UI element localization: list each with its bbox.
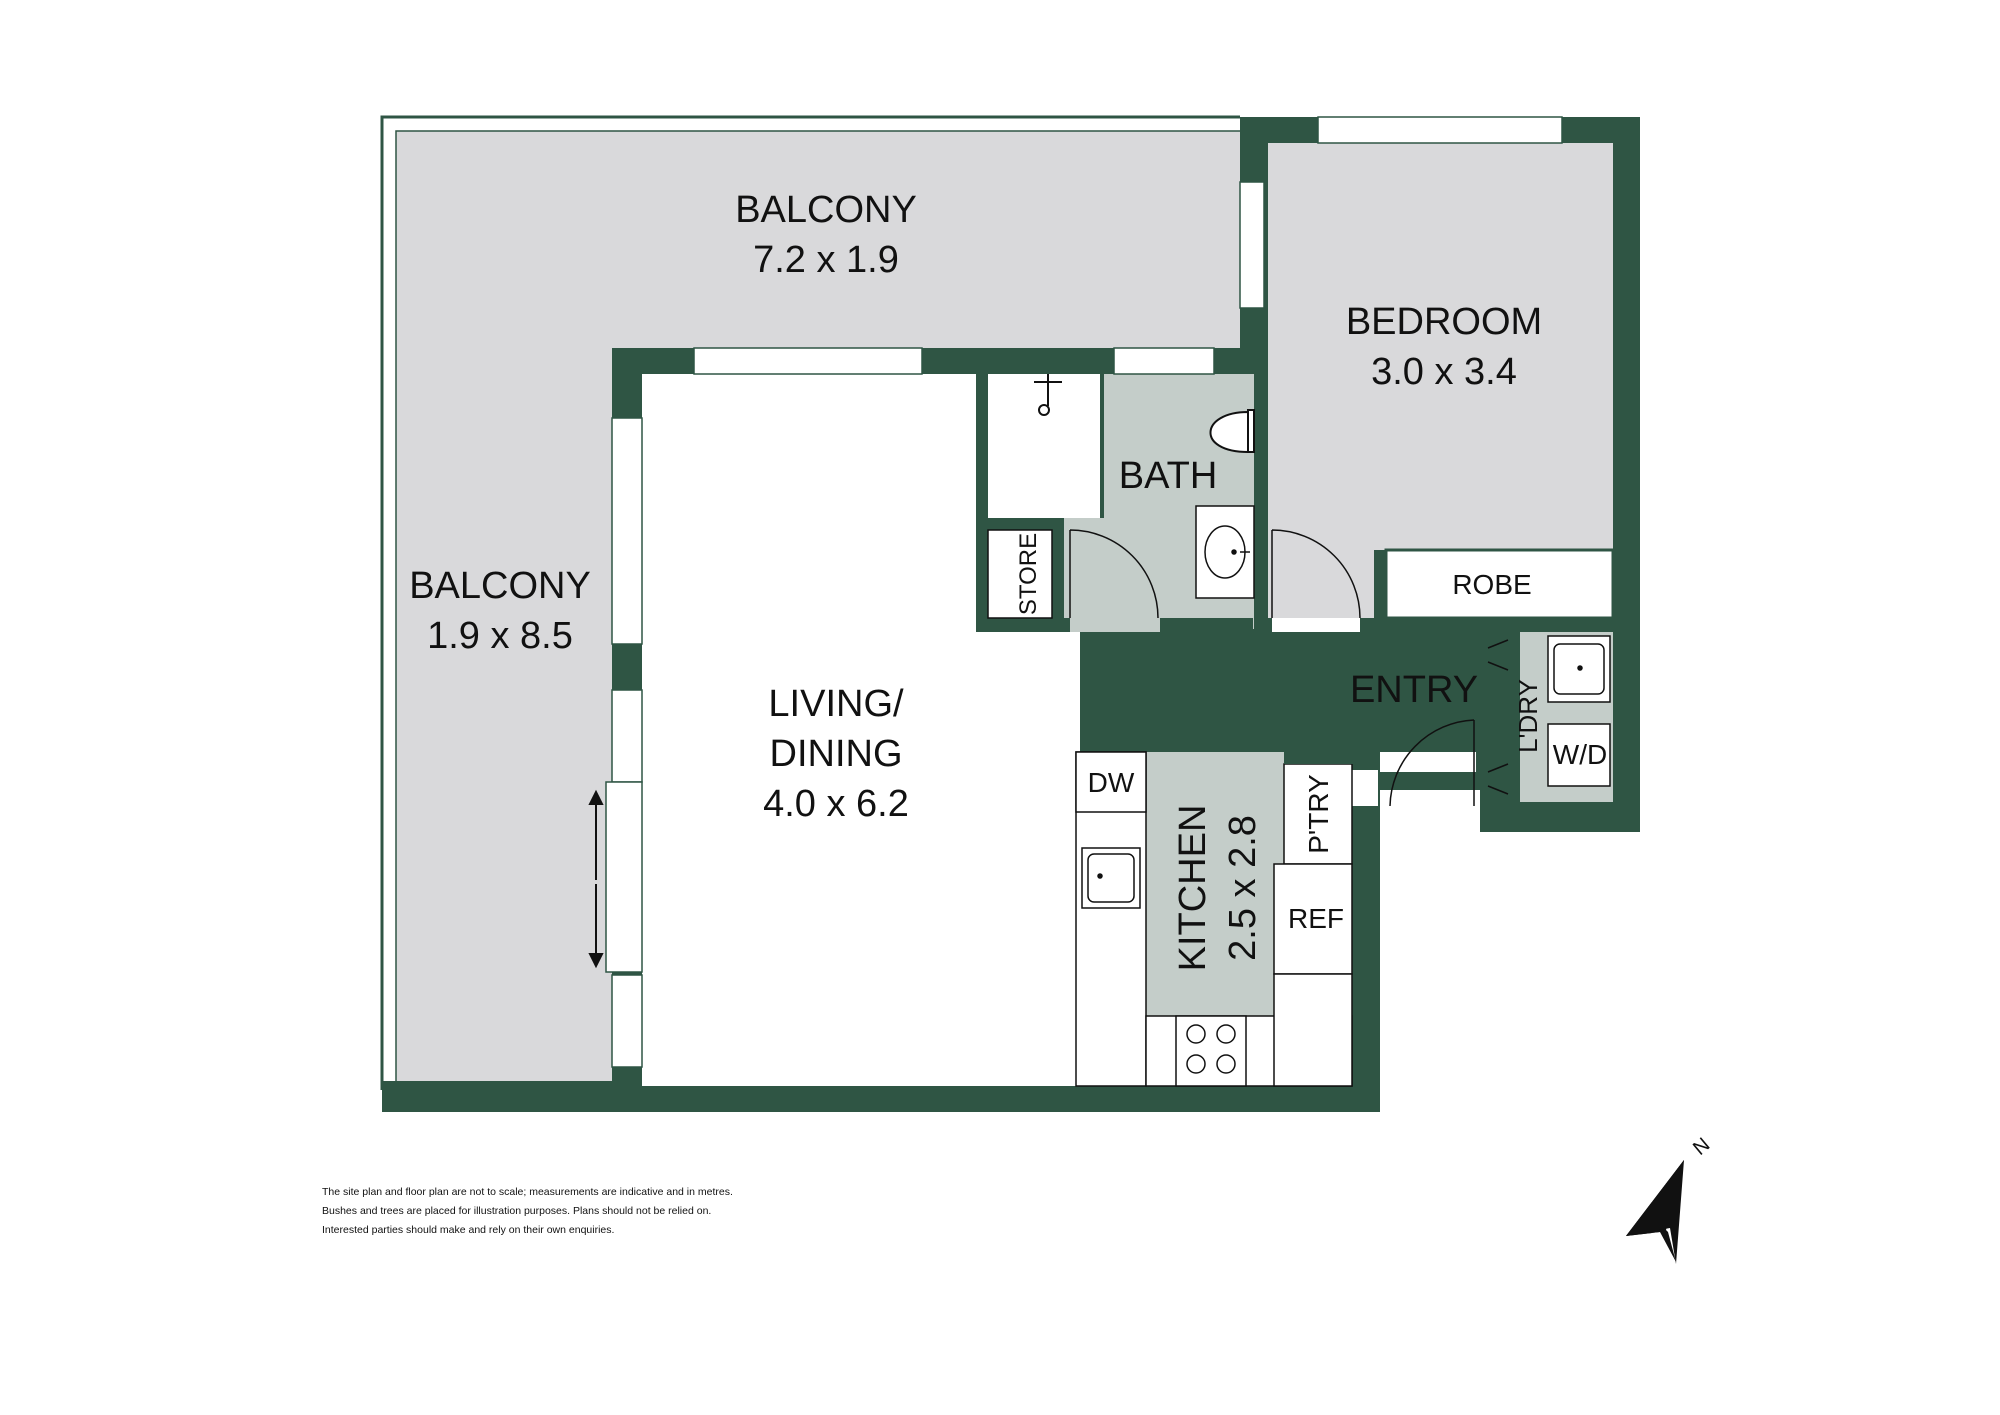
balcony-left-label: BALCONY (409, 565, 591, 607)
living-label-2: DINING (770, 733, 903, 775)
door-opening-bath (1070, 618, 1160, 632)
kitchen-bench-right (1273, 973, 1353, 1087)
disclaimer-line-2: Bushes and trees are placed for illustra… (322, 1205, 712, 1217)
robe-cabinet (1384, 548, 1615, 620)
robe-wall (1374, 550, 1386, 618)
windows (605, 116, 1563, 1068)
north-label: N (1689, 1134, 1714, 1160)
shower (988, 374, 1100, 518)
balcony-top-size: 7.2 x 1.9 (753, 239, 899, 281)
entry-label: ENTRY (1350, 669, 1478, 711)
balcony-left-area (396, 131, 612, 1081)
disclaimer-line-3: Interested parties should make and rely … (322, 1224, 615, 1236)
bath-label: BATH (1119, 455, 1218, 497)
shower-head-icon (1034, 374, 1062, 416)
disclaimer-line-1: The site plan and floor plan are not to … (322, 1186, 733, 1198)
fridge-box (1273, 863, 1353, 975)
bedroom-label: BEDROOM (1346, 301, 1542, 343)
laundry-label: L'DRY (1513, 679, 1543, 753)
wall-bath-shower (1100, 374, 1104, 518)
wall-shower (988, 518, 1064, 530)
pantry-label: P'TRY (1303, 774, 1334, 854)
balcony-rail-inner (395, 130, 1240, 1081)
balcony-outline (380, 115, 1240, 1090)
door-opening-bed (1272, 618, 1360, 632)
kitchen-floor (1146, 752, 1284, 1016)
balcony-left-size: 1.9 x 8.5 (427, 615, 573, 657)
living-label-1: LIVING/ (768, 683, 904, 725)
disclaimer: The site plan and floor plan are not to … (322, 1183, 733, 1240)
washer-dryer-box (1547, 723, 1611, 787)
kitchen-wall-north (1284, 752, 1380, 764)
store-cabinet (987, 529, 1053, 619)
room-labels: BALCONY 7.2 x 1.9 BALCONY 1.9 x 8.5 BEDR… (409, 189, 1607, 971)
door-swings (1069, 529, 1475, 807)
vanity-basin-icon (1195, 505, 1255, 599)
dishwasher-box (1075, 751, 1147, 813)
laundry-tub-icon (1547, 635, 1611, 703)
kitchen-label: KITCHEN (1172, 805, 1214, 972)
robe-label: ROBE (1452, 569, 1531, 600)
kitchen-size: 2.5 x 2.8 (1222, 815, 1264, 961)
wall-laundry-west (1508, 630, 1520, 802)
fridge-label: REF (1288, 903, 1344, 934)
living-size: 4.0 x 6.2 (763, 783, 909, 825)
wall-store (1052, 530, 1064, 630)
north-compass-icon: N (1626, 1134, 1714, 1264)
store-label: STORE (1015, 533, 1042, 615)
cooktop-icon (1175, 1015, 1247, 1087)
entry-opening (1380, 752, 1476, 772)
bedroom-size: 3.0 x 3.4 (1371, 351, 1517, 393)
balcony-top-label: BALCONY (735, 189, 917, 231)
toilet-icon (1209, 409, 1255, 454)
laundry-door-arrows (1487, 639, 1509, 795)
kitchen-sink-icon (1081, 847, 1141, 909)
washer-dryer-label: W/D (1553, 739, 1607, 770)
bedroom-floor (1268, 143, 1613, 618)
sliding-door-arrows (588, 789, 604, 969)
wall-bath-west (976, 374, 988, 632)
dishwasher-label: DW (1088, 767, 1135, 798)
